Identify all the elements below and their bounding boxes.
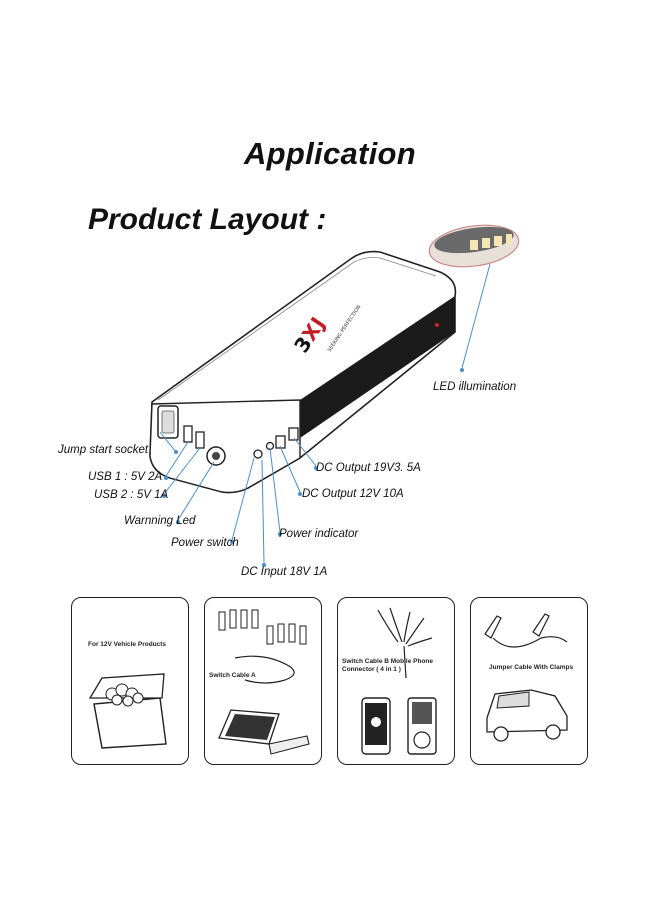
callout-lines [159, 263, 491, 564]
card-caption: Switch Cable B Mobile Phone [342, 658, 434, 665]
label-usb2: USB 2 : 5V 1A [94, 489, 169, 501]
label-usb1: USB 1 : 5V 2A [88, 471, 163, 483]
label-power-indicator: Power indicator [279, 528, 359, 540]
card-caption: Jumper Cable With Clamps [489, 664, 574, 671]
card-caption: For 12V Vehicle Products [88, 641, 167, 648]
label-warning-led: Warnning Led [124, 515, 196, 527]
label-dc-input: DC Input 18V 1A [241, 566, 328, 578]
page-title: Application [243, 136, 417, 171]
card-switch-cable-a: Switch Cable A [204, 597, 322, 765]
phone-cable-icon [361, 607, 437, 755]
cooler-icon [88, 673, 167, 749]
label-led-illumination: LED illumination [433, 381, 517, 393]
label-jump-start-socket: Jump start socket [58, 444, 149, 456]
label-power-switch: Power switch [171, 537, 239, 549]
led-zoom-inset [428, 224, 520, 268]
card-vehicle-products: For 12V Vehicle Products [71, 597, 189, 765]
card-jumper-cable: Jumper Cable With Clamps [470, 597, 588, 765]
jumper-clamp-car-icon [484, 613, 568, 742]
label-dc-output-19v: DC Output 19V3. 5A [316, 462, 421, 474]
power-bank-device [149, 250, 457, 494]
section-title: Product Layout : [88, 203, 327, 236]
card-caption: Switch Cable A [209, 672, 256, 679]
card-caption-2: Connector ( 4 in 1 ) [342, 666, 401, 673]
label-dc-output-12v: DC Output 12V 10A [302, 488, 404, 500]
card-switch-cable-b: Switch Cable B Mobile Phone Connector ( … [337, 597, 455, 765]
connector-tips-icon [218, 609, 310, 755]
